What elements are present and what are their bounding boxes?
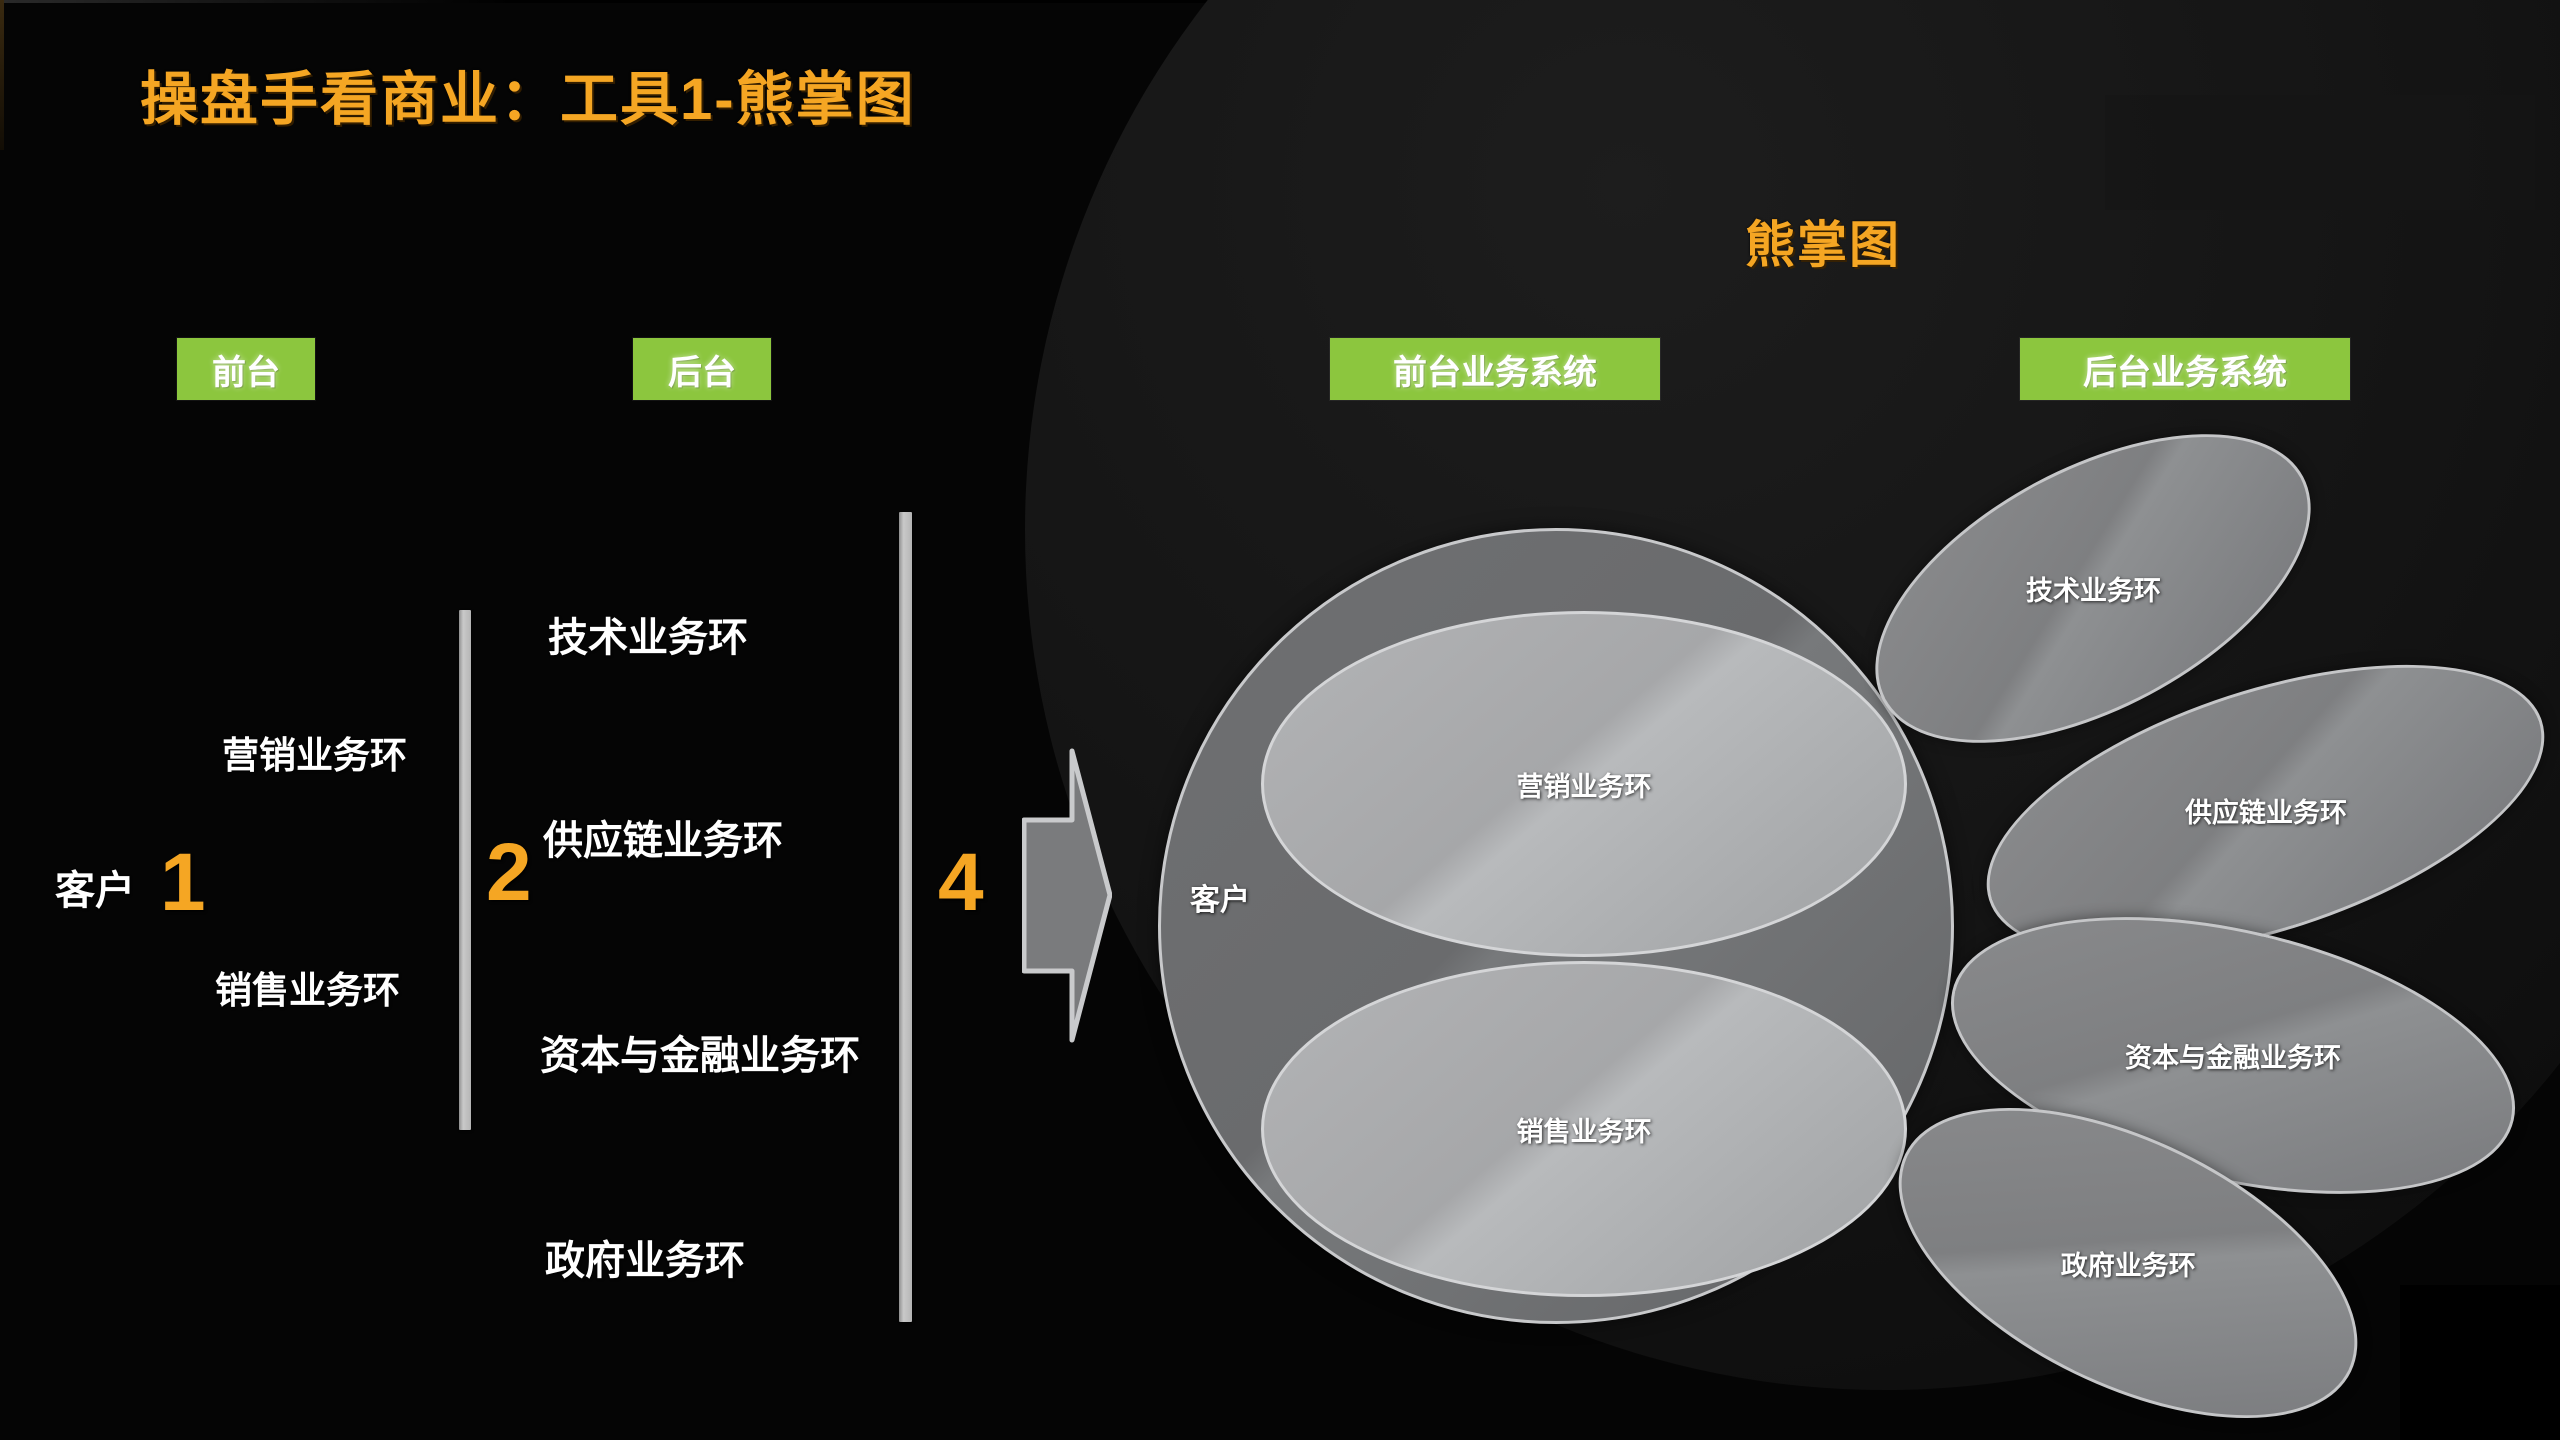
core-ellipse-marketing-label: 营销业务环 [1516, 771, 1652, 802]
badge-front-office-system: 前台业务系统 [1330, 338, 1660, 400]
left-customer-label: 客户 [55, 869, 135, 913]
paw-core-circle: 营销业务环 销售业务环 [1158, 528, 1954, 1324]
badge-front-office: 前台 [177, 338, 315, 400]
petal-capital-finance-label: 资本与金融业务环 [2125, 1043, 2341, 1073]
front-office-group-bar [459, 610, 471, 1130]
chart-title: 熊掌图 [1745, 217, 1901, 273]
badge-back-office: 后台 [633, 338, 771, 400]
petal-technology-label: 技术业务环 [2025, 576, 2161, 606]
core-ellipse-sales: 销售业务环 [1261, 961, 1907, 1297]
left-label-technology-ring: 技术业务环 [548, 616, 748, 660]
left-label-marketing-ring: 营销业务环 [222, 735, 407, 776]
core-ellipse-marketing: 营销业务环 [1261, 611, 1907, 957]
back-office-group-bar [899, 512, 912, 1322]
left-label-supply-chain-ring: 供应链业务环 [543, 819, 783, 863]
page-title: 操盘手看商业：工具1-熊掌图 [140, 67, 916, 132]
top-edge-highlight [0, 0, 2560, 3]
step-number-4: 4 [938, 837, 984, 928]
left-label-capital-finance-ring: 资本与金融业务环 [540, 1034, 860, 1078]
step-number-1: 1 [160, 837, 206, 928]
left-label-government-ring: 政府业务环 [545, 1239, 745, 1283]
step-number-2: 2 [486, 827, 532, 918]
petal-supply-chain-label: 供应链业务环 [2184, 798, 2347, 828]
background-rect-decoration-top-right [2105, 95, 2535, 210]
chevron-arrow-icon [1022, 748, 1112, 1043]
background-rect-decoration-bottom-right [2400, 1285, 2560, 1440]
core-ellipse-sales-label: 销售业务环 [1516, 1116, 1652, 1147]
left-edge-highlight [0, 0, 4, 150]
left-label-sales-ring: 销售业务环 [215, 970, 400, 1011]
petal-government-label: 政府业务环 [2060, 1250, 2196, 1281]
badge-back-office-system: 后台业务系统 [2020, 338, 2350, 400]
core-customer-label: 客户 [1190, 884, 1250, 917]
